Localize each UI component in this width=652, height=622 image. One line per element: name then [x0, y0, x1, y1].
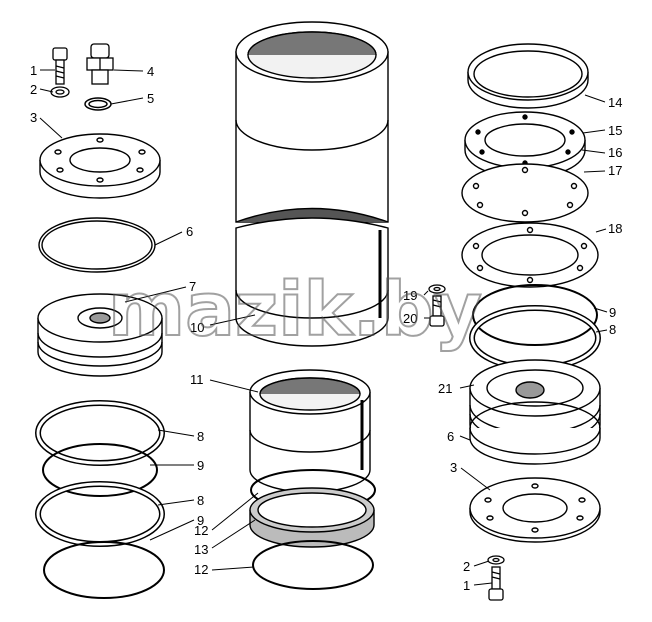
snap-ring-part — [38, 217, 156, 273]
callout-label: 18 — [608, 221, 622, 236]
flange-part — [39, 133, 161, 199]
seal-ring-part — [469, 305, 601, 371]
guide-ring-part — [249, 487, 375, 548]
ring-part — [467, 43, 589, 109]
callout-label: 5 — [147, 91, 154, 106]
cylinder-part — [235, 21, 389, 347]
callout-label: 3 — [450, 460, 457, 475]
washer-part — [50, 86, 70, 98]
o-ring-part — [252, 540, 374, 590]
bolt-part — [488, 566, 504, 601]
watermark: mazik.by — [108, 267, 482, 353]
callout-label: 8 — [197, 493, 204, 508]
callout-label: 11 — [190, 372, 204, 387]
callout-label: 21 — [438, 381, 452, 396]
callout-label: 9 — [197, 458, 204, 473]
callout-label: 2 — [463, 559, 470, 574]
seal-ring-part — [35, 400, 165, 466]
callout-label: 14 — [608, 95, 622, 110]
bolt-part — [52, 47, 68, 85]
callout-label: 9 — [197, 513, 204, 528]
snap-ring-part — [469, 401, 601, 465]
callout-label: 1 — [30, 63, 37, 78]
seal-ring-part — [35, 481, 165, 547]
washer-part — [428, 284, 446, 294]
piston-part — [37, 293, 163, 377]
gasket-part — [461, 222, 599, 288]
callout-label: 12 — [194, 523, 208, 538]
callout-label: 6 — [447, 429, 454, 444]
callout-label: 9 — [609, 305, 616, 320]
callout-label: 12 — [194, 562, 208, 577]
washer-part — [487, 555, 505, 565]
gasket-part — [461, 163, 589, 223]
callout-label: 8 — [197, 429, 204, 444]
callout-label: 10 — [190, 320, 204, 335]
o-ring-part — [43, 541, 165, 599]
callout-label: 7 — [189, 279, 196, 294]
callout-label: 6 — [186, 224, 193, 239]
callout-label: 4 — [147, 64, 154, 79]
callout-label: 16 — [608, 145, 622, 160]
fitting-part — [86, 43, 114, 85]
bushing-part — [249, 369, 371, 493]
callout-label: 17 — [608, 163, 622, 178]
callout-label: 19 — [403, 288, 417, 303]
callout-label: 3 — [30, 110, 37, 125]
callout-label: 1 — [463, 578, 470, 593]
o-ring-part — [42, 443, 158, 497]
callout-label: 2 — [30, 82, 37, 97]
leader-lines — [39, 69, 608, 586]
callout-label: 13 — [194, 542, 208, 557]
flange-part — [469, 477, 601, 543]
callout-labels: 1 2 4 5 3 6 7 8 9 8 9 10 11 12 13 12 14 … — [30, 63, 622, 593]
callout-label: 15 — [608, 123, 622, 138]
plate-part — [464, 111, 586, 179]
ring-part — [84, 97, 112, 111]
callout-label: 8 — [609, 322, 616, 337]
callout-label: 20 — [403, 311, 417, 326]
o-ring-part — [472, 284, 598, 346]
bolt-part — [429, 295, 445, 327]
